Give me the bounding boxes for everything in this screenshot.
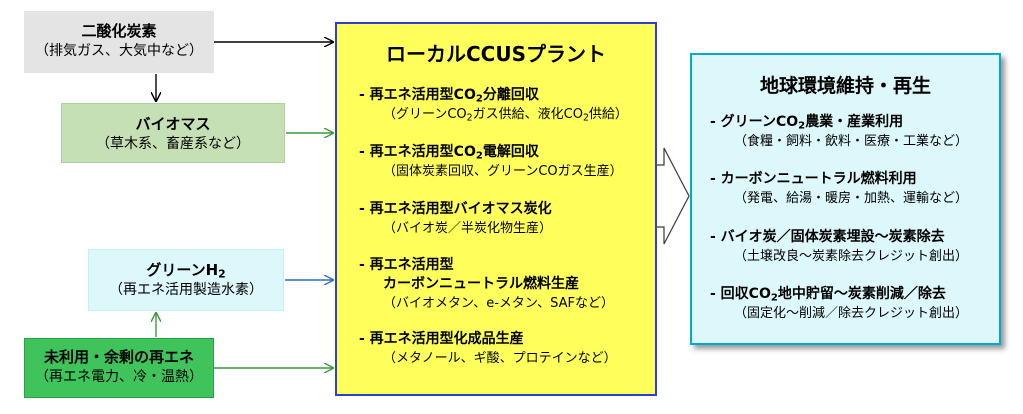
earth-item-sub: （食糧・飼料・飲料・医療・工業など） (734, 134, 969, 149)
source-biomass-title: バイオマス (135, 115, 211, 133)
plant-item-chemicals: - 再エネ活用型化成品生産 （メタノール、ギ酸、プロテインなど） (359, 330, 617, 368)
plant-item-sub: （グリーンCO2ガス供給、液化CO2供給） (383, 107, 628, 124)
plant-item-co2-separation: - 再エネ活用型CO2分離回収 （グリーンCO2ガス供給、液化CO2供給） (359, 86, 628, 124)
source-co2-box: 二酸化炭素 （排気ガス、大気中など） (24, 11, 214, 73)
plant-item-title: - 再エネ活用型化成品生産 (359, 331, 524, 347)
plant-item-title-line2: カーボンニュートラル燃料生産 (383, 276, 579, 292)
source-renewable-title: 未利用・余剰の再エネ (43, 348, 194, 366)
earth-title: 地球環境維持・再生 (759, 75, 931, 97)
earth-item-sub: （固定化～削減／除去クレジット創出） (734, 306, 969, 321)
plant-item-title: - 再エネ活用型CO2分離回収 (359, 87, 539, 105)
source-green-h2-sub: （再エネ活用製造水素） (109, 282, 263, 298)
source-co2-title: 二酸化炭素 (81, 22, 157, 40)
plant-title: ローカルCCUSプラント (386, 42, 606, 66)
local-ccus-plant-box: ローカルCCUSプラント - 再エネ活用型CO2分離回収 （グリーンCO2ガス供… (335, 22, 657, 396)
source-green-h2-title: グリーンH2 (89, 260, 283, 280)
earth-item-biochar: - バイオ炭／固体炭素埋設～炭素除去 （土壌改良～炭素除去クレジット創出） (710, 228, 968, 266)
plant-item-cn-fuel: - 再エネ活用型 カーボンニュートラル燃料生産 （バイオメタン、e-メタン、SA… (359, 256, 614, 313)
plant-item-sub: （メタノール、ギ酸、プロテインなど） (383, 351, 617, 366)
source-renewable-box: 未利用・余剰の再エネ （再エネ電力、冷・温熱） (24, 338, 214, 398)
source-renewable-sub: （再エネ電力、冷・温熱） (35, 369, 203, 385)
plant-item-title: - 再エネ活用型 (359, 257, 454, 273)
earth-environment-box: 地球環境維持・再生 - グリーンCO2農業・産業利用 （食糧・飼料・飲料・医療・… (690, 53, 1001, 345)
source-biomass-sub: （草木系、畜産系など） (96, 136, 250, 152)
earth-item-co2-storage: - 回収CO2地中貯留～炭素削減／除去 （固定化～削減／除去クレジット創出） (710, 285, 968, 323)
source-co2-sub: （排気ガス、大気中など） (35, 43, 203, 59)
earth-item-title: - グリーンCO2農業・産業利用 (710, 114, 904, 132)
earth-item-sub: （土壌改良～炭素除去クレジット創出） (734, 249, 969, 264)
earth-item-title: - バイオ炭／固体炭素埋設～炭素除去 (710, 229, 945, 245)
plant-item-sub: （バイオ炭／半炭化物生産） (383, 221, 553, 236)
earth-item-sub: （発電、給湯・暖房・加熱、運輸など） (734, 191, 969, 206)
plant-item-title: - 再エネ活用型バイオマス炭化 (359, 201, 552, 217)
earth-item-green-co2: - グリーンCO2農業・産業利用 （食糧・飼料・飲料・医療・工業など） (710, 113, 968, 151)
earth-item-cn-fuel-use: - カーボンニュートラル燃料利用 （発電、給湯・暖房・加熱、運輸など） (710, 170, 968, 208)
earth-item-title: - 回収CO2地中貯留～炭素削減／除去 (710, 286, 946, 304)
plant-item-sub: （バイオメタン、e-メタン、SAFなど） (383, 296, 614, 311)
plant-item-sub: （固体炭素回収、グリーンCOガス生産） (383, 164, 623, 179)
plant-item-title: - 再エネ活用型CO2電解回収 (359, 144, 539, 162)
h2-title-subscript: 2 (218, 267, 226, 281)
earth-item-title: - カーボンニュートラル燃料利用 (710, 171, 917, 187)
source-biomass-box: バイオマス （草木系、畜産系など） (61, 103, 285, 163)
plant-item-co2-electrolysis: - 再エネ活用型CO2電解回収 （固体炭素回収、グリーンCOガス生産） (359, 143, 623, 181)
source-green-h2-box: グリーンH2 （再エネ活用製造水素） (88, 249, 284, 311)
h2-title-main: グリーンH (146, 261, 219, 279)
plant-item-biomass-carbonization: - 再エネ活用型バイオマス炭化 （バイオ炭／半炭化物生産） (359, 200, 552, 238)
